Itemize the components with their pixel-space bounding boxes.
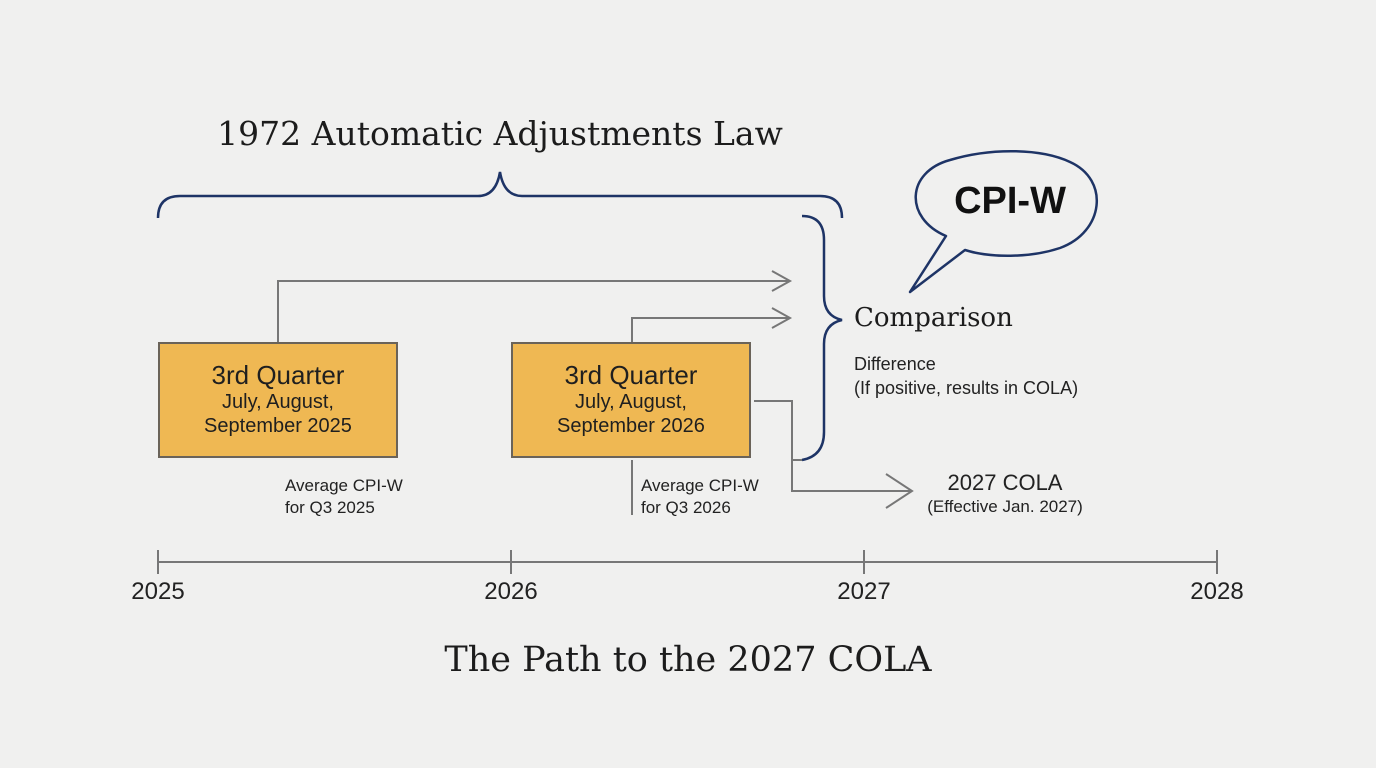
diagram-caption: The Path to the 2027 COLA — [444, 640, 932, 680]
cpi-w-bubble-text: CPI-W — [954, 180, 1066, 222]
cola-subtitle: (Effective Jan. 2027) — [927, 497, 1083, 516]
box-2026-connector — [754, 400, 802, 461]
quarter-box-2026: 3rd Quarter July, August, September 2026 — [511, 342, 751, 458]
arrow-q3-2026 — [631, 317, 790, 342]
quarter-2026-title: 3rd Quarter — [564, 360, 698, 390]
cola-result: 2027 COLA (Effective Jan. 2027) — [905, 470, 1105, 518]
timeline-label-2025: 2025 — [131, 578, 185, 605]
law-brace — [156, 171, 844, 219]
timeline-label-2027: 2027 — [837, 578, 891, 605]
avg-cpi-2025: Average CPI-W for Q3 2025 — [285, 475, 403, 519]
avg-cpi-2025-line1: Average CPI-W — [285, 476, 403, 495]
quarter-2026-line1: July, August, — [575, 391, 687, 413]
avg-cpi-2026: Average CPI-W for Q3 2026 — [641, 475, 759, 519]
cola-title: 2027 COLA — [947, 470, 1063, 495]
timeline-label-2028: 2028 — [1190, 578, 1244, 605]
arrowhead-q3-2026 — [771, 307, 793, 329]
quarter-2025-line2: September 2025 — [204, 415, 352, 437]
quarter-box-2025: 3rd Quarter July, August, September 2025 — [158, 342, 398, 458]
quarter-2025-line1: July, August, — [222, 391, 334, 413]
difference-line1: Difference — [854, 354, 936, 374]
avg-cpi-2026-line1: Average CPI-W — [641, 476, 759, 495]
arrowhead-cola — [885, 473, 914, 509]
arrowhead-q3-2025 — [771, 270, 793, 292]
avg-cpi-2025-line2: for Q3 2025 — [285, 498, 375, 517]
timeline-label-2026: 2026 — [484, 578, 538, 605]
arrow-to-cola — [791, 460, 910, 492]
comparison-brace — [801, 214, 843, 462]
law-title: 1972 Automatic Adjustments Law — [217, 114, 783, 153]
comparison-label: Comparison — [854, 303, 1013, 333]
arrow-q3-2025 — [277, 280, 790, 342]
quarter-2026-line2: September 2026 — [557, 415, 705, 437]
avg-cpi-2026-line2: for Q3 2026 — [641, 498, 731, 517]
difference-note: Difference (If positive, results in COLA… — [854, 352, 1078, 400]
quarter-2025-title: 3rd Quarter — [211, 360, 345, 390]
difference-line2: (If positive, results in COLA) — [854, 378, 1079, 398]
cpi-w-bubble — [908, 150, 1098, 294]
